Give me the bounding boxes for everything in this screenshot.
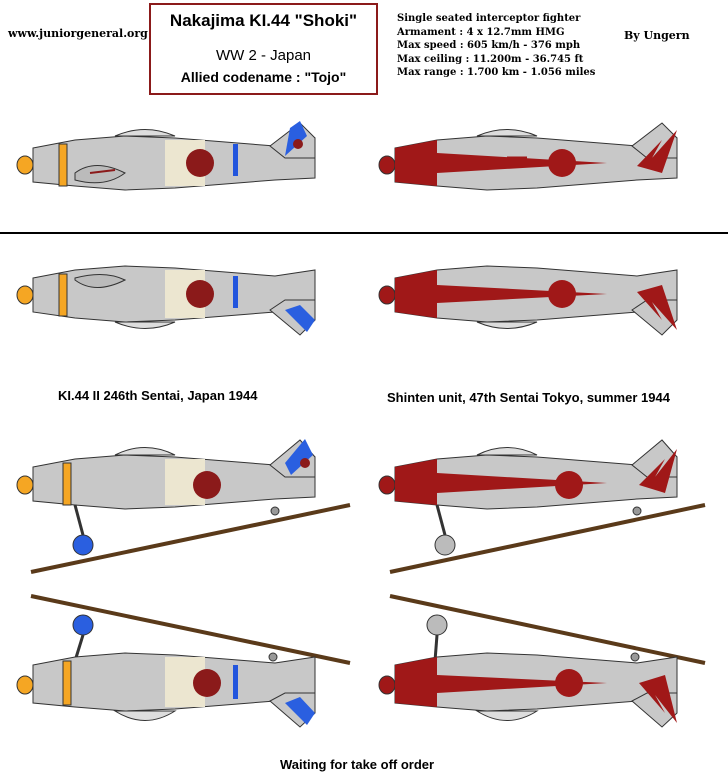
aircraft-246th-side-2: [16, 265, 316, 336]
aircraft-shinten-side-1: [378, 122, 678, 191]
aircraft-shinten-takeoff: [378, 439, 678, 556]
spec-speed: Max speed : 605 km/h - 376 mph: [397, 40, 581, 51]
caption-shinten: Shinten unit, 47th Sentai Tokyo, summer …: [387, 390, 670, 405]
aircraft-shinten-waiting: [378, 614, 678, 728]
site-url: www.juniorgeneral.org: [8, 27, 148, 40]
spec-role: Single seated interceptor fighter: [397, 13, 581, 24]
aircraft-246th-takeoff: [16, 439, 316, 556]
aircraft-246th-waiting: [16, 614, 316, 728]
war-label: WW 2 - Japan: [215, 47, 312, 64]
specs-list: Single seated interceptor fighter Armame…: [397, 12, 595, 80]
aircraft-name: Nakajima KI.44 "Shoki": [169, 11, 358, 30]
spec-ceiling: Max ceiling : 11.200m - 36.745 ft: [397, 53, 584, 65]
codename-label: Allied codename : "Tojo": [180, 69, 347, 85]
aircraft-shinten-side-2: [378, 265, 678, 336]
spec-range: Max range : 1.700 km - 1.056 miles: [397, 67, 596, 78]
aircraft-246th-side-1: [16, 121, 316, 191]
divider-line: [0, 232, 728, 234]
caption-246th: KI.44 II 246th Sentai, Japan 1944: [58, 388, 258, 403]
title-box: Nakajima KI.44 "Shoki" WW 2 - Japan Alli…: [149, 3, 378, 95]
caption-waiting: Waiting for take off order: [280, 757, 435, 772]
spec-armament: Armament : 4 x 12.7mm HMG: [397, 26, 565, 38]
author-credit: By Ungern: [624, 29, 690, 42]
